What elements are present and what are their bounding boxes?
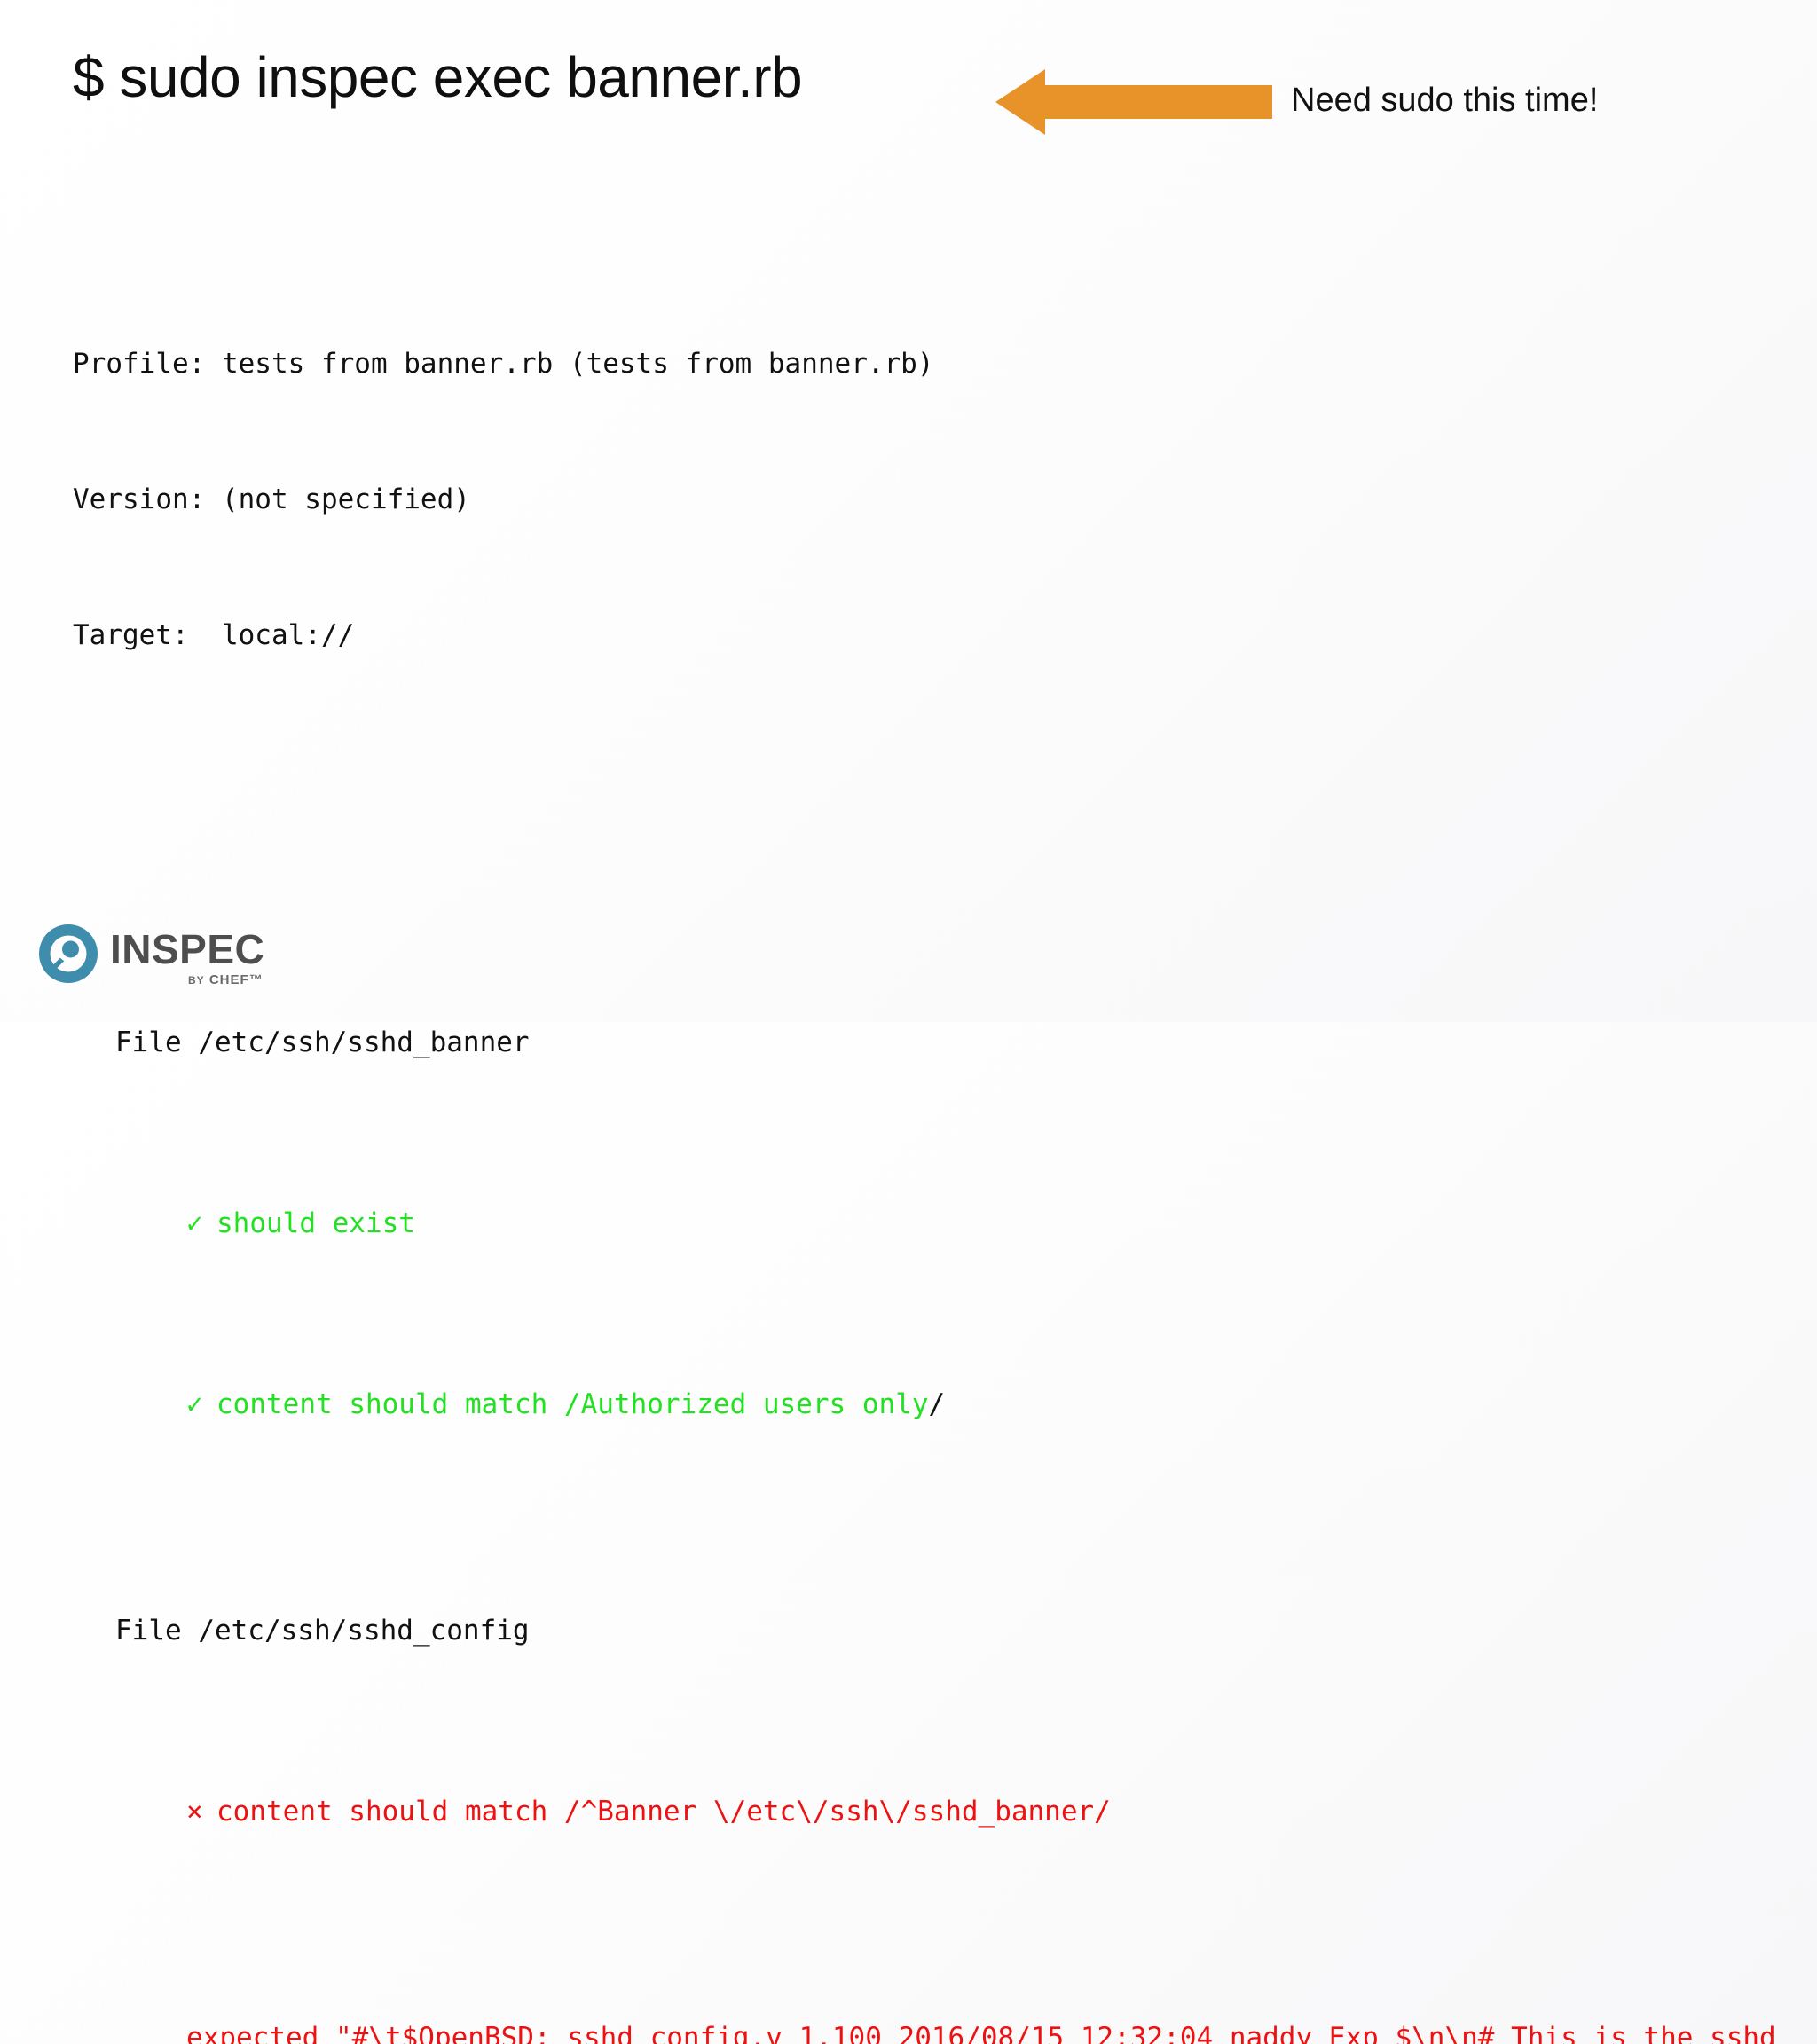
cross-icon: × xyxy=(186,1796,203,1828)
test-result-text: content should match /^Banner \/etc\/ssh… xyxy=(216,1796,1111,1828)
chef-word: CHEF xyxy=(208,972,249,987)
slide-title-row: $ sudo inspec exec banner.rb xyxy=(73,43,1758,140)
left-arrow-annotation xyxy=(995,69,1272,135)
profile-line: Profile: tests from banner.rb (tests fro… xyxy=(73,348,934,380)
check-icon: ✓ xyxy=(186,1388,203,1420)
target-line: Target: local:// xyxy=(73,619,355,651)
terminal-output: Profile: tests from banner.rb (tests fro… xyxy=(73,206,1776,2044)
page-title: $ sudo inspec exec banner.rb xyxy=(73,45,803,109)
trademark-symbol: ™ xyxy=(248,972,264,987)
callout-note: Need sudo this time! xyxy=(1291,82,1599,119)
test-result-text: should exist xyxy=(216,1207,415,1239)
inspec-logo: INSPEC BY CHEF™ xyxy=(39,921,287,994)
file-heading-sshd-config: File /etc/ssh/sshd_config xyxy=(115,1615,530,1647)
inspec-wordmark: INSPEC xyxy=(110,926,265,972)
by-word: BY xyxy=(188,974,205,987)
check-icon: ✓ xyxy=(186,1207,203,1239)
arrow-left-icon xyxy=(995,69,1272,135)
test-result-text: content should match /Authorized users o… xyxy=(216,1388,929,1420)
test-result-trailing: / xyxy=(928,1388,946,1420)
failure-detail: expected "#\t$OpenBSD: sshd_config,v 1.1… xyxy=(73,2016,1776,2044)
failure-detail-lead: expected xyxy=(186,2022,335,2044)
inspec-mark-icon xyxy=(39,924,98,983)
test-result-row: × content should match /^Banner \/etc\/ss… xyxy=(73,1789,1776,1835)
file-heading-sshd-banner: File /etc/ssh/sshd_banner xyxy=(115,1026,530,1058)
version-line: Version: (not specified) xyxy=(73,483,470,515)
blank-line xyxy=(73,794,1776,839)
test-result-row: ✓ should exist xyxy=(73,1201,1776,1246)
inspec-by-chef: BY CHEF™ xyxy=(188,972,264,987)
magnifier-circle-icon xyxy=(39,924,98,983)
test-result-row: ✓ content should match /Authorized users … xyxy=(73,1382,1776,1427)
